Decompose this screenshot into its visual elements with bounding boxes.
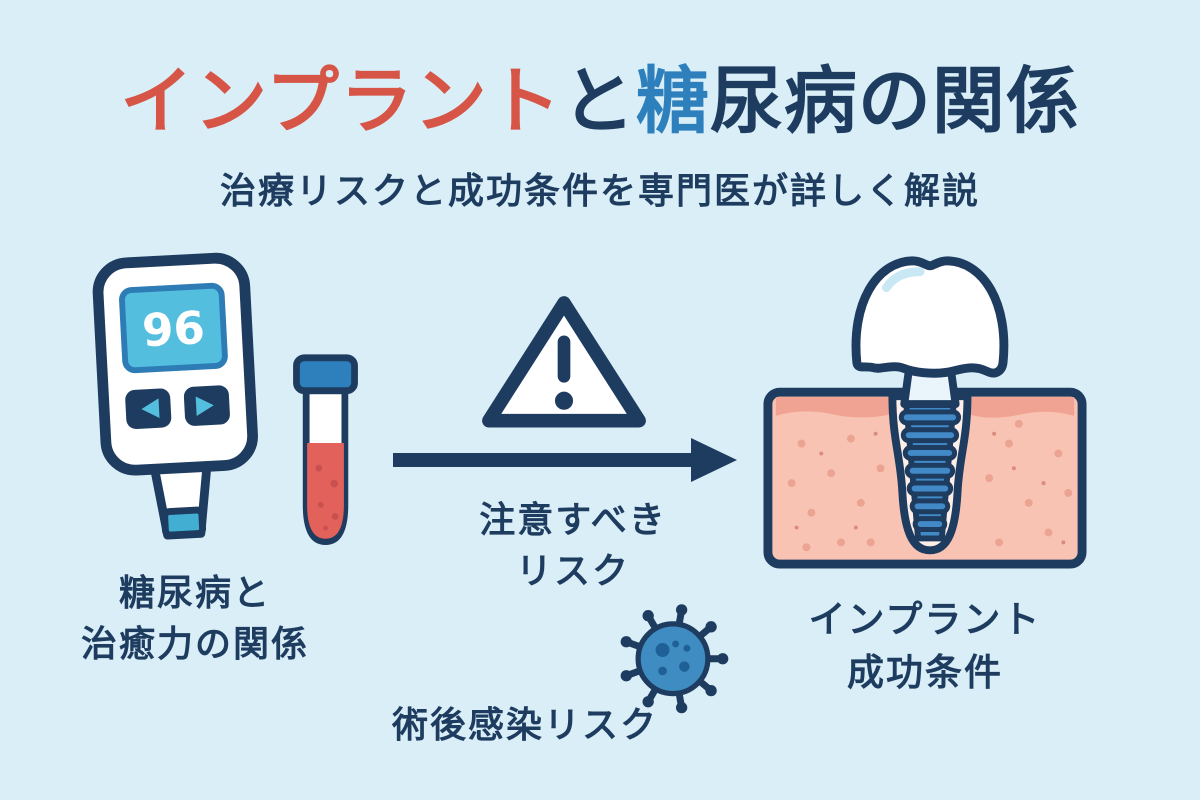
label-implant-line2: 成功条件 — [847, 650, 1003, 694]
label-implant-line1: インプラント — [808, 598, 1042, 641]
label-diabetes-line2: 治癒力の関係 — [80, 624, 309, 666]
label-risks-line2: リスク — [515, 551, 630, 593]
title-rest: 尿病の関係 — [709, 59, 1080, 144]
blood-vial-icon — [280, 352, 372, 564]
dental-implant-icon — [762, 246, 1088, 576]
glucose-meter-icon: 96 — [84, 245, 285, 552]
meter-reading: 96 — [141, 301, 206, 357]
label-diabetes-line1: 糖尿病と — [118, 573, 271, 614]
title-tou: 糖 — [635, 59, 710, 144]
label-risks-line1: 注意すべき — [479, 500, 667, 541]
virus-icon — [612, 596, 734, 722]
page-subtitle: 治療リスクと成功条件を専門医が詳しく解説 — [219, 171, 980, 212]
arrow-right-icon — [393, 430, 738, 494]
label-implant-success: インプラント 成功条件 — [758, 594, 1092, 699]
meter-screen — [119, 282, 228, 374]
title-to: と — [561, 59, 636, 144]
page-title: インプラントと糖尿病の関係 — [0, 42, 1200, 148]
title-implant: インプラント — [120, 59, 562, 144]
label-risks: 注意すべき リスク — [428, 495, 718, 597]
label-diabetes-healing: 糖尿病と 治癒力の関係 — [30, 568, 360, 670]
label-infection-risk: 術後感染リスク — [391, 705, 658, 746]
warning-triangle-icon — [478, 282, 650, 442]
